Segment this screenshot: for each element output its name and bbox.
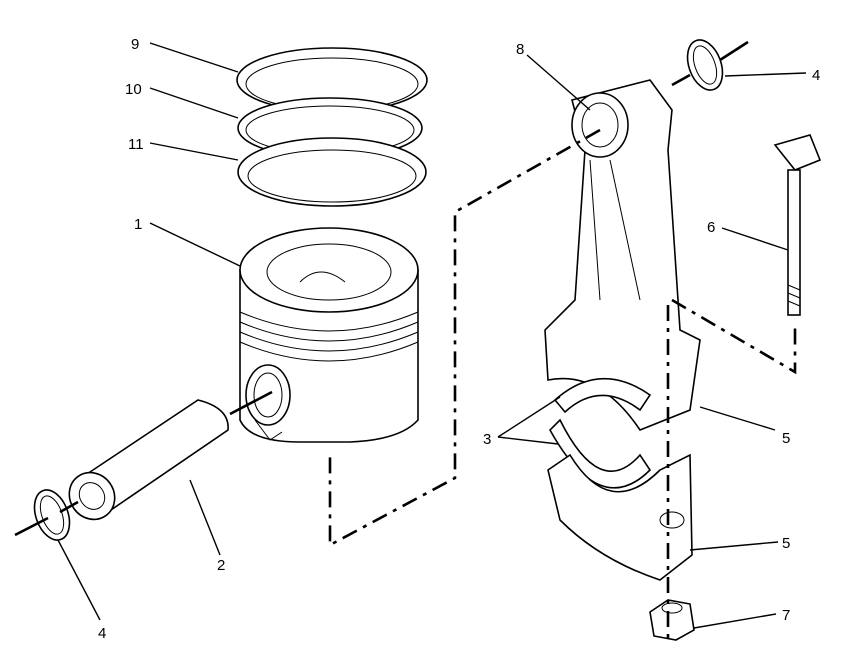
- callout-5-upper: 5: [782, 430, 790, 447]
- callout-4-top: 4: [812, 67, 820, 84]
- callout-1: 1: [134, 216, 142, 233]
- piston-pin: [68, 399, 229, 521]
- rod-bolt: [773, 134, 822, 316]
- snap-ring-right: [686, 39, 724, 91]
- callout-6: 6: [707, 219, 715, 236]
- leader-4-top: [724, 72, 807, 77]
- leader-5-lower: [689, 541, 779, 551]
- callout-3: 3: [483, 431, 491, 448]
- leader-5-upper: [699, 406, 776, 431]
- leader-8: [526, 54, 591, 111]
- leader-7: [693, 613, 777, 629]
- piston: [239, 227, 419, 443]
- leader-11: [149, 142, 239, 161]
- callout-2: 2: [217, 557, 225, 574]
- callout-11: 11: [128, 136, 144, 153]
- callout-4-bottom: 4: [98, 625, 106, 642]
- connecting-rod: [544, 79, 701, 431]
- callout-5-lower: 5: [782, 535, 790, 552]
- callout-9: 9: [131, 36, 139, 53]
- callout-7: 7: [782, 607, 790, 624]
- assembly-line-pin: [328, 128, 601, 548]
- axis-snapring-left: [14, 500, 79, 537]
- axis-pin: [229, 390, 273, 416]
- leader-4-bottom: [57, 539, 101, 621]
- leader-6: [721, 227, 789, 251]
- axis-snapring-right: [671, 40, 749, 87]
- callout-10: 10: [125, 81, 142, 98]
- assembly-line-bolt-top: [671, 298, 797, 375]
- leader-9: [149, 42, 239, 73]
- rod-cap: [547, 453, 693, 581]
- leader-10: [149, 87, 239, 119]
- rod-nut: [649, 599, 695, 641]
- leader-3: [497, 396, 561, 445]
- leader-2: [189, 479, 221, 556]
- callout-8: 8: [516, 41, 524, 58]
- leader-1: [149, 222, 241, 267]
- bearing-upper: [553, 377, 652, 414]
- piston-ring-11: [237, 137, 427, 207]
